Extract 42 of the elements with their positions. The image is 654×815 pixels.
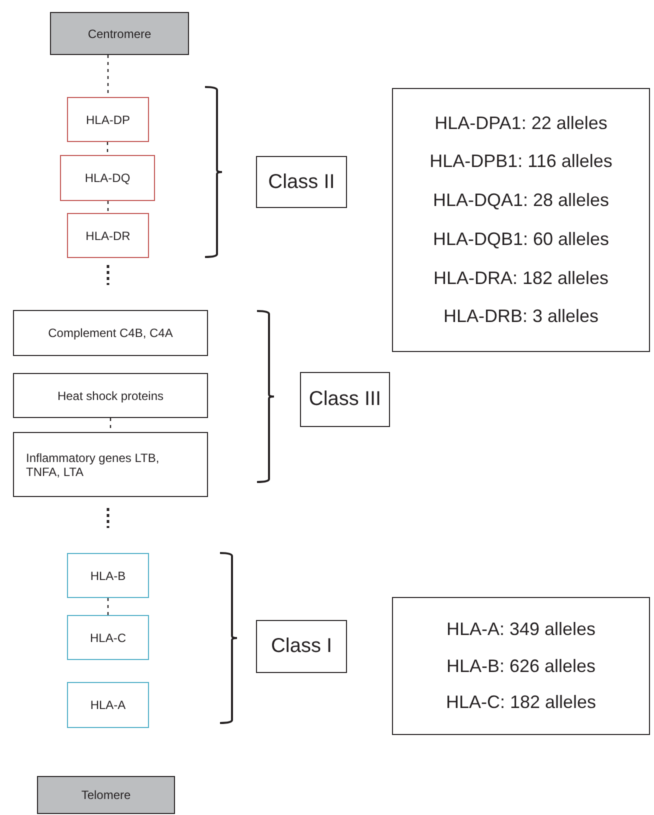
- gene-box: [13, 432, 208, 497]
- allele-list-box: [392, 597, 650, 735]
- gene-label: HLA-DP: [86, 112, 130, 126]
- gene-box: [67, 553, 149, 598]
- region-label: Telomere: [81, 788, 131, 802]
- allele-count: HLA-DPA1: 22 alleles: [434, 112, 608, 134]
- gene-label: Complement C4B, C4A: [48, 326, 173, 340]
- gene-box: [13, 373, 208, 418]
- gene-label: HLA-B: [90, 568, 126, 582]
- gene-box: [13, 310, 208, 356]
- region-box: [50, 12, 189, 55]
- gene-box: [67, 615, 149, 660]
- gene-box: [67, 213, 149, 258]
- gene-box: [60, 155, 155, 201]
- class-box: [256, 156, 347, 208]
- gene-label: HLA-DQ: [84, 171, 130, 185]
- allele-count: HLA-DQA1: 28 alleles: [432, 190, 610, 212]
- allele-count: HLA-B: 626 alleles: [446, 656, 596, 676]
- allele-count: HLA-DQB1: 60 alleles: [432, 228, 610, 250]
- allele-count: HLA-DPB1: 116 alleles: [430, 151, 612, 172]
- gene-label: HLA-DR: [86, 228, 130, 242]
- class-label: Class I: [270, 635, 332, 658]
- region-box: [37, 776, 175, 814]
- class-box: [256, 620, 347, 673]
- gene-box: [67, 97, 149, 142]
- allele-count: HLA-DRB: 3 alleles: [443, 306, 599, 328]
- gene-label: HLA-A: [90, 698, 126, 712]
- allele-count: HLA-A: 349 alleles: [446, 619, 596, 640]
- dashed-connector: [106, 142, 108, 155]
- gene-box: [67, 682, 149, 728]
- allele-count: HLA-C: 182 alleles: [446, 692, 596, 713]
- class-box: [300, 372, 390, 427]
- gene-label: HLA-C: [90, 630, 126, 644]
- dashed-connector: [107, 598, 109, 615]
- gene-label: Heat shock proteins: [57, 388, 164, 402]
- class-label: Class III: [308, 388, 382, 411]
- region-label: Centromere: [88, 26, 152, 40]
- allele-count: HLA-DRA: 182 alleles: [433, 268, 609, 289]
- dashed-connector: [107, 201, 109, 213]
- allele-list-box: [392, 88, 650, 352]
- class-label: Class II: [268, 170, 335, 194]
- gene-label: Inflammatory genes LTB, TNFA, LTA: [26, 450, 160, 478]
